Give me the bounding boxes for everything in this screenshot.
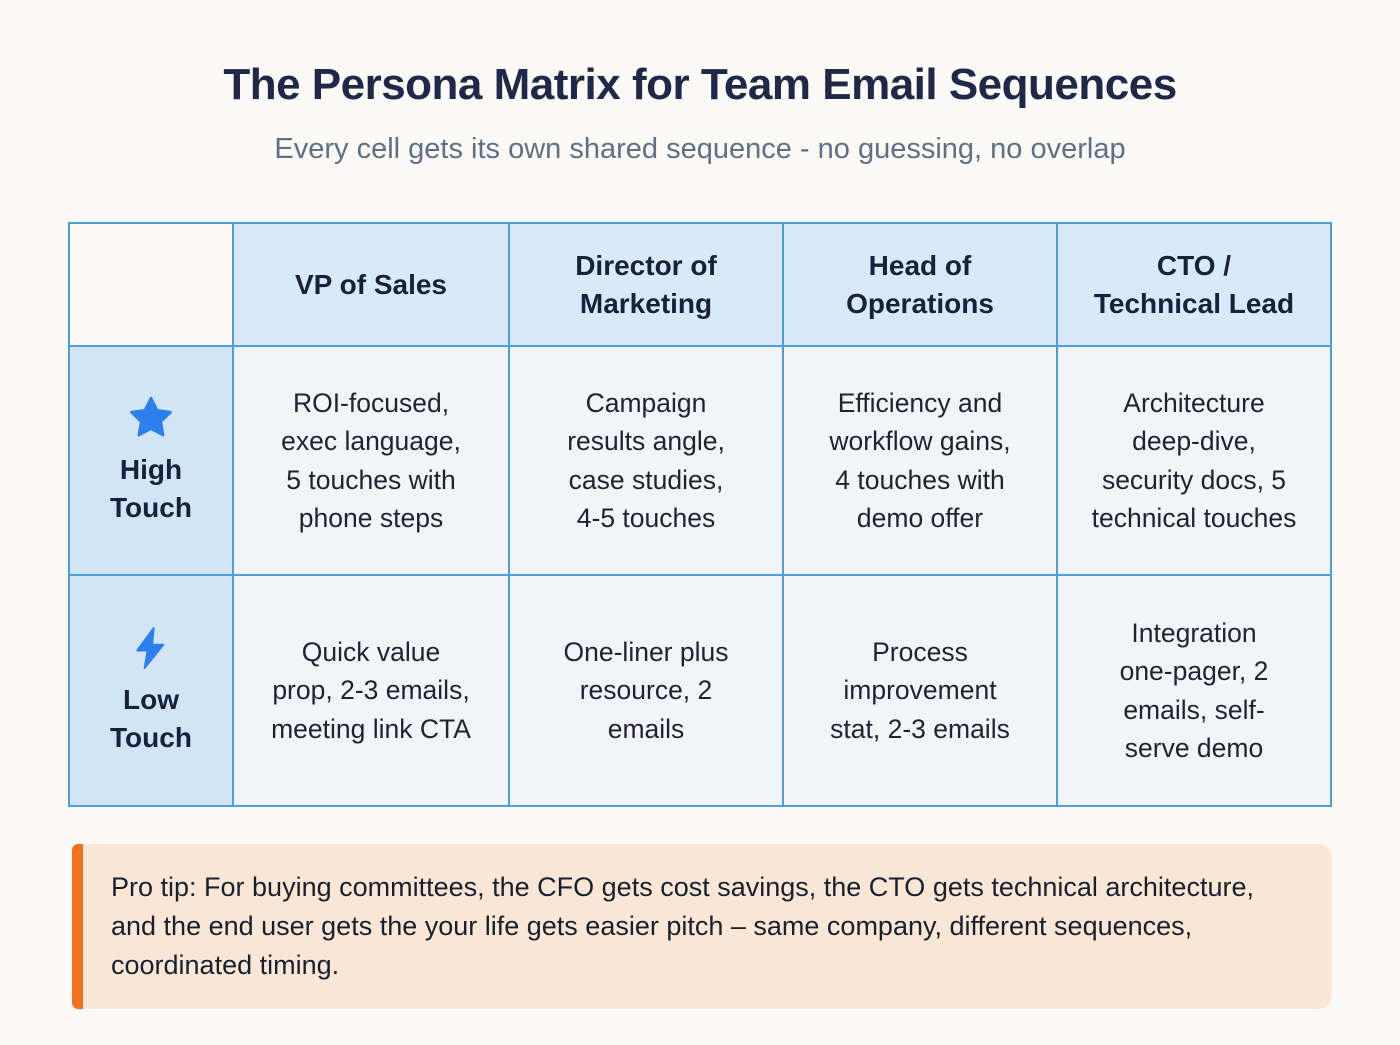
row-label-high-touch: High Touch xyxy=(68,345,234,576)
star-icon xyxy=(130,396,172,437)
table-row-low-touch: Low Touch Quick value prop, 2-3 emails, … xyxy=(68,574,1332,807)
row-label-text: Low Touch xyxy=(110,683,192,753)
cell-low-touch-head-of-operations: Process improvement stat, 2-3 emails xyxy=(782,574,1058,807)
row-label-text: High Touch xyxy=(110,453,192,523)
pro-tip-accent-bar xyxy=(72,844,83,1010)
cell-high-touch-cto-technical-lead: Architecture deep-dive, security docs, 5… xyxy=(1056,345,1332,576)
table-row-high-touch: High Touch ROI-focused, exec language, 5… xyxy=(68,345,1332,576)
cell-high-touch-vp-of-sales: ROI-focused, exec language, 5 touches wi… xyxy=(232,345,510,576)
lightning-icon xyxy=(136,626,165,669)
column-header-vp-of-sales: VP of Sales xyxy=(232,222,510,347)
cell-low-touch-vp-of-sales: Quick value prop, 2-3 emails, meeting li… xyxy=(232,574,510,807)
pro-tip-text: Pro tip: For buying committees, the CFO … xyxy=(83,844,1332,1010)
row-label-low-touch: Low Touch xyxy=(68,574,234,807)
cell-low-touch-director-of-marketing: One-liner plus resource, 2 emails xyxy=(508,574,784,807)
header-row: VP of Sales Director of Marketing Head o… xyxy=(68,222,1332,347)
cell-high-touch-head-of-operations: Efficiency and workflow gains, 4 touches… xyxy=(782,345,1058,576)
persona-matrix-table: VP of Sales Director of Marketing Head o… xyxy=(68,222,1332,807)
page-title: The Persona Matrix for Team Email Sequen… xyxy=(223,60,1177,109)
cell-high-touch-director-of-marketing: Campaign results angle, case studies, 4-… xyxy=(508,345,784,576)
corner-spacer xyxy=(68,222,234,347)
column-header-director-of-marketing: Director of Marketing xyxy=(508,222,784,347)
page-subtitle: Every cell gets its own shared sequence … xyxy=(274,133,1126,165)
cell-low-touch-cto-technical-lead: Integration one-pager, 2 emails, self- s… xyxy=(1056,574,1332,807)
column-header-cto-technical-lead: CTO / Technical Lead xyxy=(1056,222,1332,347)
pro-tip-callout: Pro tip: For buying committees, the CFO … xyxy=(72,844,1332,1010)
column-header-head-of-operations: Head of Operations xyxy=(782,222,1058,347)
